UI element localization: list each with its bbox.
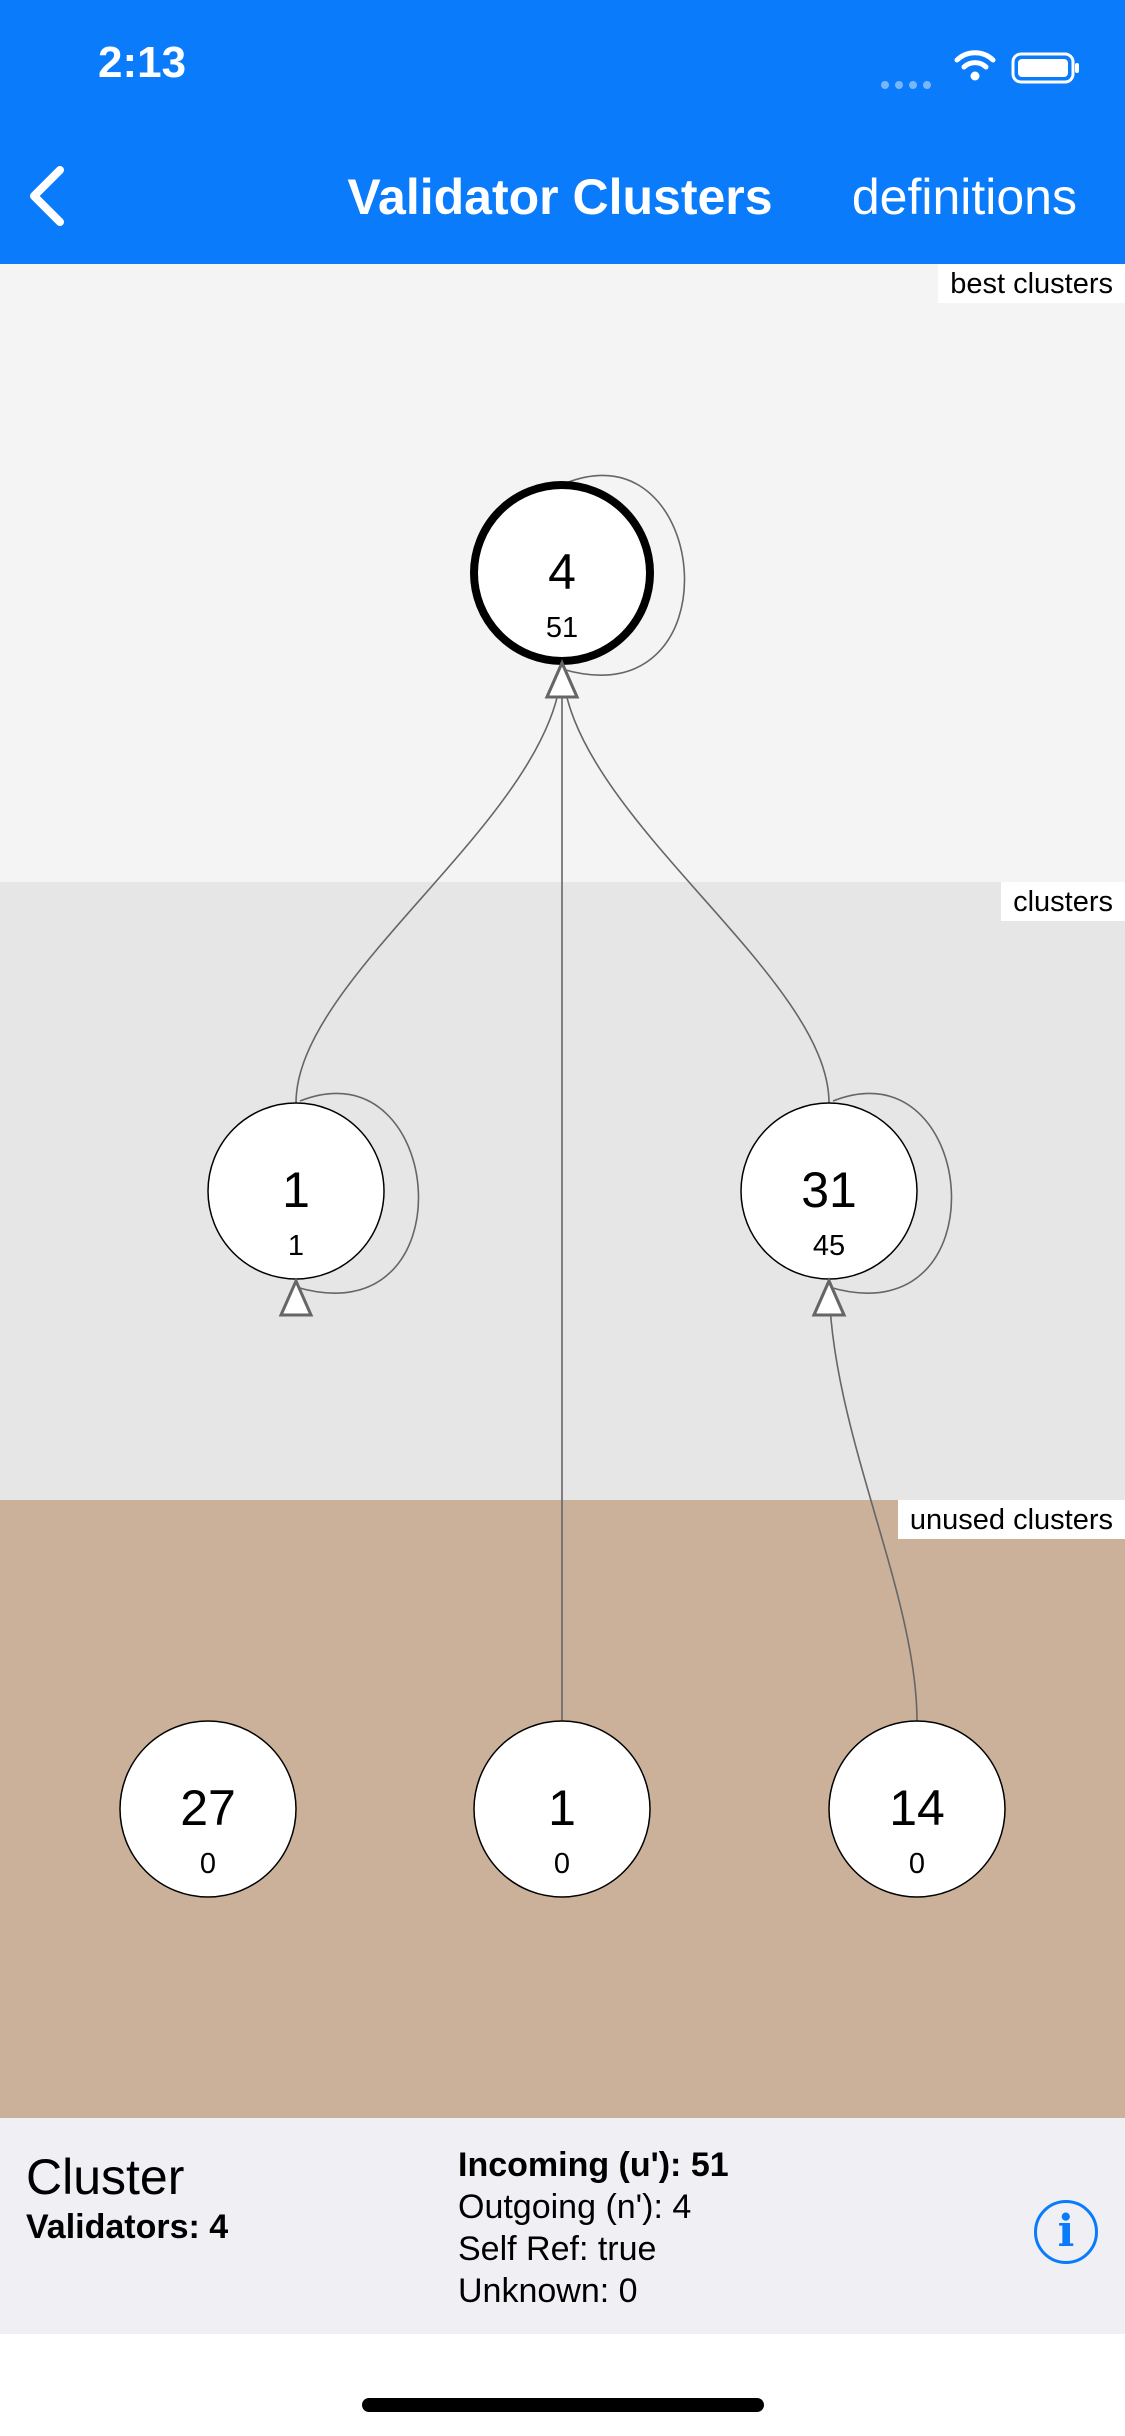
edge-arrowhead — [811, 1277, 847, 1317]
status-time: 2:13 — [98, 38, 187, 87]
cluster-node[interactable]: 10 — [473, 1720, 651, 1898]
cluster-node-circle — [119, 1720, 297, 1898]
cluster-edge — [561, 660, 830, 1104]
cluster-size-label: 4 — [548, 544, 576, 600]
cluster-node[interactable]: 140 — [828, 1720, 1006, 1898]
home-indicator — [362, 2398, 764, 2412]
edge-arrowhead — [278, 1277, 314, 1317]
arrows-group — [278, 659, 847, 1317]
cluster-node-circle — [473, 1720, 651, 1898]
self-loop-edge — [561, 474, 686, 676]
cluster-edge — [828, 1278, 918, 1722]
info-title: Cluster — [26, 2149, 185, 2205]
cluster-size-label: 1 — [282, 1162, 310, 1218]
definitions-button[interactable]: definitions — [851, 169, 1077, 225]
edge-arrowhead — [544, 659, 580, 699]
cluster-node[interactable]: 11 — [207, 1102, 385, 1280]
info-incoming: Incoming (u'): 51 — [458, 2146, 729, 2184]
cluster-info-panel: Cluster Validators: 4 Incoming (u'): 51 … — [0, 2118, 1125, 2334]
wifi-icon — [954, 50, 996, 81]
band-label: unused clusters — [897, 1500, 1125, 1539]
signal-icon — [881, 76, 937, 94]
cluster-size-label: 14 — [889, 1780, 945, 1836]
cluster-edge — [295, 660, 563, 1104]
info-unknown: Unknown: 0 — [458, 2272, 638, 2310]
battery-icon — [1011, 52, 1079, 84]
cluster-node[interactable]: 270 — [119, 1720, 297, 1898]
cluster-node[interactable]: 451 — [470, 481, 654, 665]
navigation-header: 2:13 Validator Clusters definitions — [0, 0, 1125, 264]
cluster-graph: best clusters clusters unused clusters 4… — [0, 264, 1125, 2118]
band-label: clusters — [1001, 882, 1125, 921]
cluster-incoming-label: 51 — [546, 612, 578, 644]
info-outgoing: Outgoing (n'): 4 — [458, 2188, 692, 2226]
cluster-incoming-label: 0 — [200, 1848, 216, 1880]
cluster-incoming-label: 1 — [288, 1230, 304, 1262]
self-loop-edge — [828, 1092, 953, 1294]
back-button[interactable] — [20, 160, 80, 232]
cluster-size-label: 31 — [801, 1162, 857, 1218]
cluster-incoming-label: 0 — [554, 1848, 570, 1880]
cluster-node-circle — [828, 1720, 1006, 1898]
band-label: best clusters — [938, 264, 1125, 303]
cluster-incoming-label: 0 — [909, 1848, 925, 1880]
info-icon[interactable]: i — [1034, 2200, 1098, 2264]
info-stats: Incoming (u'): 51 Outgoing (n'): 4 Self … — [458, 2144, 729, 2312]
cluster-size-label: 27 — [180, 1780, 236, 1836]
edges-group — [295, 474, 953, 1722]
cluster-size-label: 1 — [548, 1780, 576, 1836]
page-title: Validator Clusters — [347, 169, 773, 225]
self-loop-edge — [295, 1092, 420, 1294]
info-validators: Validators: 4 — [26, 2208, 229, 2246]
cluster-incoming-label: 45 — [813, 1230, 845, 1262]
status-icons — [881, 48, 1081, 89]
info-self-ref: Self Ref: true — [458, 2230, 657, 2268]
back-chevron-icon — [30, 166, 64, 226]
